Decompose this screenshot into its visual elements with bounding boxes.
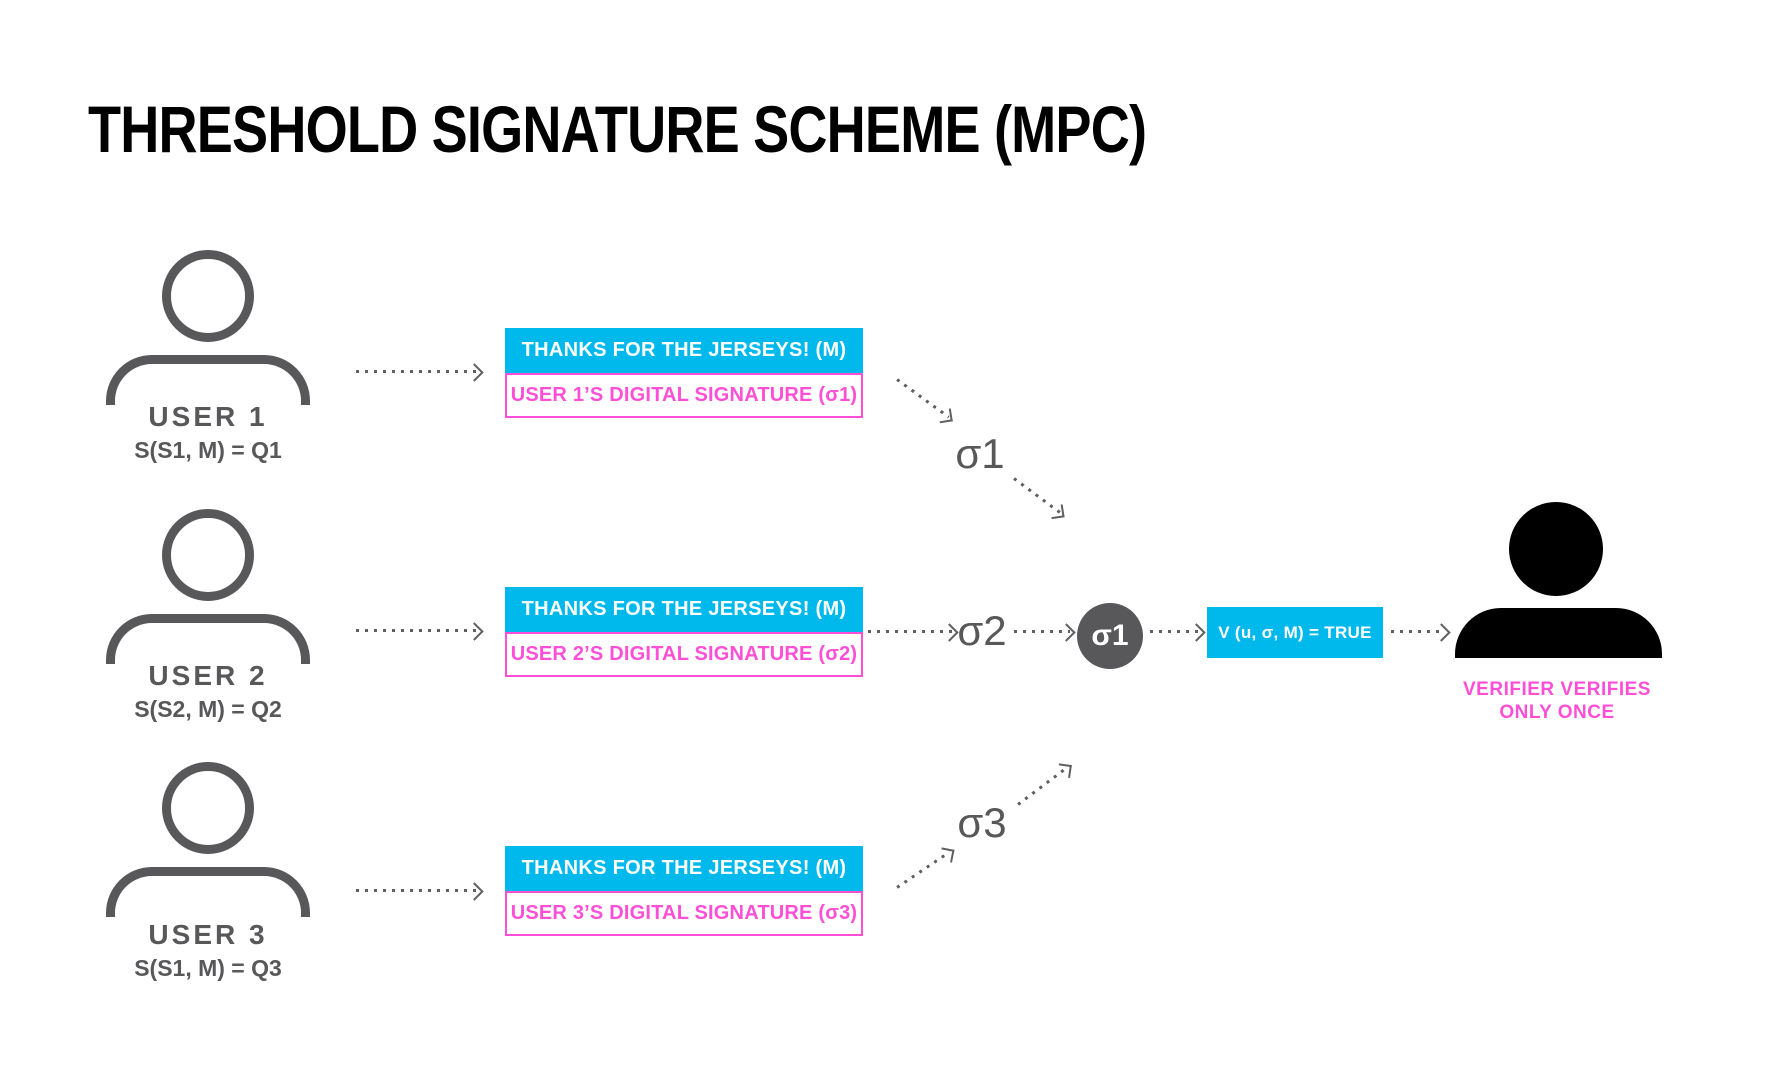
arrow-verification-to-verifier [1391, 622, 1451, 642]
message3-text: THANKS FOR THE JERSEYS! (M) [505, 846, 863, 891]
verifier-head-circle [1509, 502, 1603, 596]
user-3-formula: S(S1, M) = Q3 [134, 955, 282, 981]
arrow-aggregator-to-verification [1150, 622, 1206, 642]
user-1-label: USER 1 [148, 401, 268, 432]
signature1-box: USER 1’S DIGITAL SIGNATURE (σ1) [505, 373, 863, 418]
signature2-box: USER 2’S DIGITAL SIGNATURE (σ2) [505, 632, 863, 677]
verification-box: V (u, σ, M) = TRUE [1207, 607, 1383, 658]
user-shoulders-shape [106, 867, 310, 917]
user-shoulders-shape [106, 355, 310, 405]
user-head-circle [162, 762, 254, 854]
arrow-sigma3-to-aggregator [1017, 762, 1072, 806]
arrow-sigma2-to-aggregator [1014, 622, 1076, 642]
signature3-box: USER 3’S DIGITAL SIGNATURE (σ3) [505, 891, 863, 936]
user-head-circle [162, 250, 254, 342]
sigma3-label: σ3 [957, 799, 1007, 846]
message1-text: THANKS FOR THE JERSEYS! (M) [505, 328, 863, 373]
verifier-caption-line2: ONLY ONCE [1499, 702, 1615, 723]
arrow-message1-to-sigma1 [896, 378, 954, 423]
verifier-shoulders-shape [1455, 608, 1662, 658]
verifier-caption-line1: VERIFIER VERIFIES [1463, 679, 1651, 700]
message1-box: THANKS FOR THE JERSEYS! (M) USER 1’S DIG… [505, 328, 863, 418]
arrowhead-icon [465, 621, 484, 641]
diagram-title: THRESHOLD SIGNATURE SCHEME (MPC) [88, 92, 1147, 166]
aggregator-circle: σ1 [1077, 603, 1143, 669]
arrowhead-icon [465, 881, 484, 901]
message2-box: THANKS FOR THE JERSEYS! (M) USER 2’S DIG… [505, 587, 863, 677]
sigma2-label: σ2 [957, 607, 1007, 654]
arrowhead-icon [938, 847, 955, 863]
message3-box: THANKS FOR THE JERSEYS! (M) USER 3’S DIG… [505, 846, 863, 936]
verifier-caption: VERIFIER VERIFIES ONLY ONCE [1407, 678, 1707, 724]
arrowhead-icon [1187, 622, 1206, 642]
arrow-sigma1-to-aggregator [1013, 477, 1065, 519]
arrowhead-icon [1057, 622, 1076, 642]
user-3-label: USER 3 [148, 919, 268, 950]
message2-text: THANKS FOR THE JERSEYS! (M) [505, 587, 863, 632]
arrow-user2-to-message [356, 621, 484, 641]
arrow-user1-to-message [356, 362, 484, 382]
arrow-user3-to-message [356, 881, 484, 901]
sigma1-label: σ1 [955, 430, 1005, 477]
arrowhead-icon [1056, 762, 1072, 778]
user-1-formula: S(S1, M) = Q1 [134, 437, 282, 463]
arrowhead-icon [465, 362, 484, 382]
user-head-circle [162, 509, 254, 601]
arrowhead-icon [1432, 622, 1451, 642]
arrow-message3-to-sigma3 [896, 847, 955, 889]
arrowhead-icon [938, 408, 954, 423]
arrow-message2-to-sigma2 [868, 622, 959, 642]
arrowhead-icon [1050, 503, 1065, 519]
user-2-formula: S(S2, M) = Q2 [134, 696, 282, 722]
user-2-label: USER 2 [148, 660, 268, 691]
user-shoulders-shape [106, 614, 310, 664]
